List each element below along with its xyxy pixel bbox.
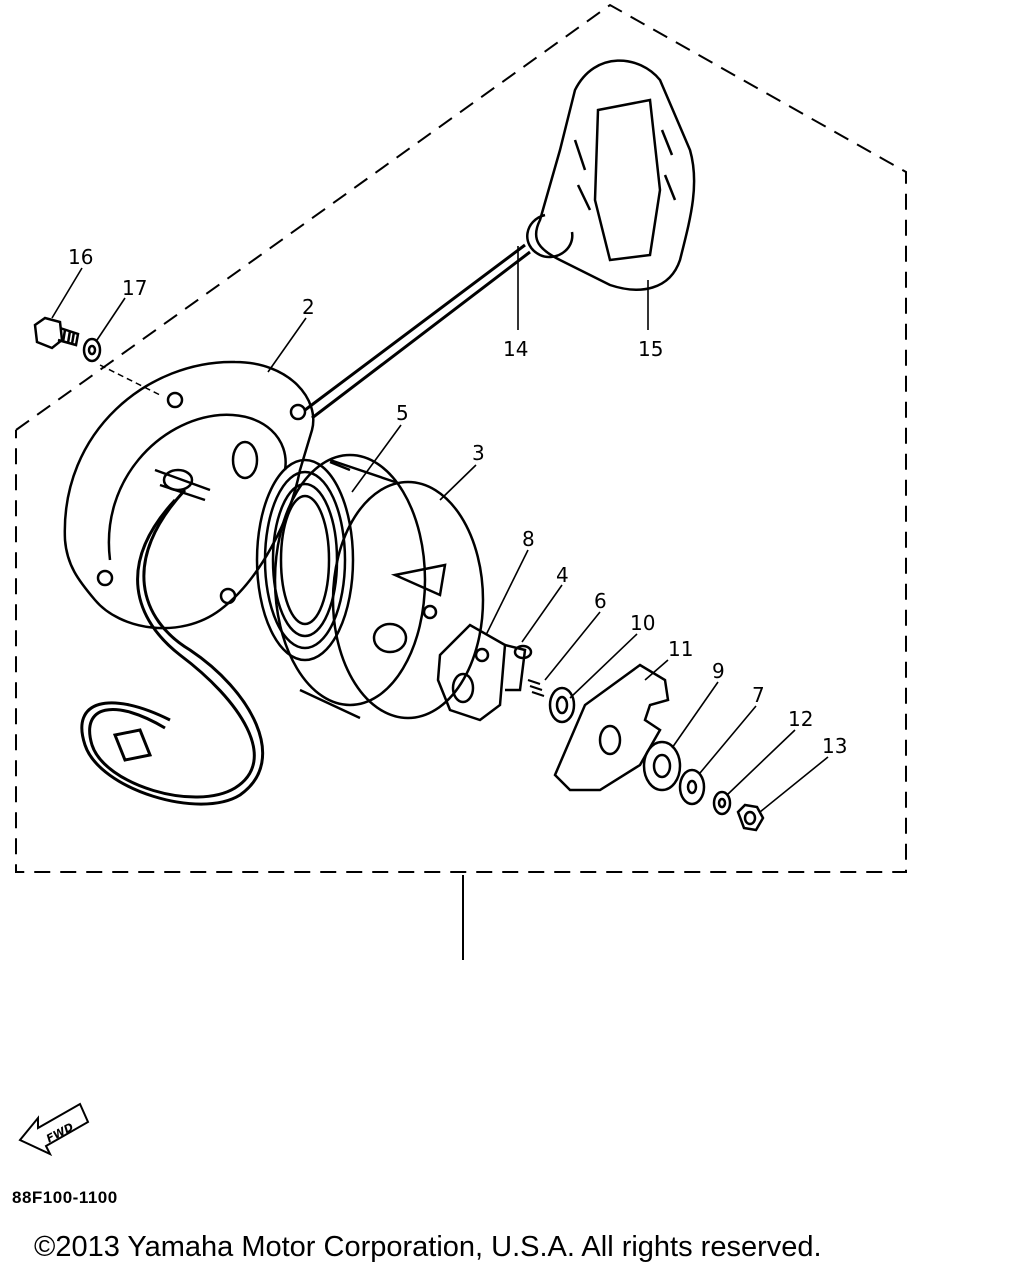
callout-5: 5 [396,401,409,425]
friction-plate [553,663,670,792]
pawl-pin [504,643,533,692]
assembly-boundary [15,3,907,873]
bolt-guide-line [99,364,161,396]
drive-pawl [436,623,507,722]
spiral-spring [255,458,355,662]
callout-2: 2 [302,295,315,319]
callout-13: 13 [822,734,847,758]
nut-13 [736,803,765,832]
callout-labels: 16 17 2 14 15 5 3 8 4 6 10 11 9 7 12 13 … [68,245,847,758]
callout-6: 6 [594,589,607,613]
fwd-arrow-icon: FWD [18,1102,90,1157]
washer-10 [548,686,576,724]
leader-lines [51,246,829,813]
copyright-notice: ©2013 Yamaha Motor Corporation, U.S.A. A… [34,1231,822,1263]
callout-9: 9 [712,659,725,683]
starter-handle [526,59,696,291]
bolt-16 [33,316,80,350]
starter-rope [304,243,531,420]
callout-15: 15 [638,337,663,361]
callout-10: 10 [630,611,655,635]
callout-12: 12 [788,707,813,731]
diagram-part-code: 88F100-1100 [12,1188,118,1207]
callout-4: 4 [556,563,569,587]
washer-17 [82,337,102,363]
return-spring [527,679,545,697]
callout-8: 8 [522,527,535,551]
callout-11: 11 [668,637,693,661]
lock-washer-12 [712,790,732,816]
sheave-drum [273,453,485,720]
callout-7: 7 [752,683,765,707]
washer-9 [642,740,682,792]
fwd-arrow-label: FWD [44,1120,76,1145]
callout-3: 3 [472,441,485,465]
washer-7 [678,768,706,806]
callout-17: 17 [122,276,147,300]
callout-14: 14 [503,337,528,361]
callout-16: 16 [68,245,93,269]
cord-loop [80,488,265,806]
